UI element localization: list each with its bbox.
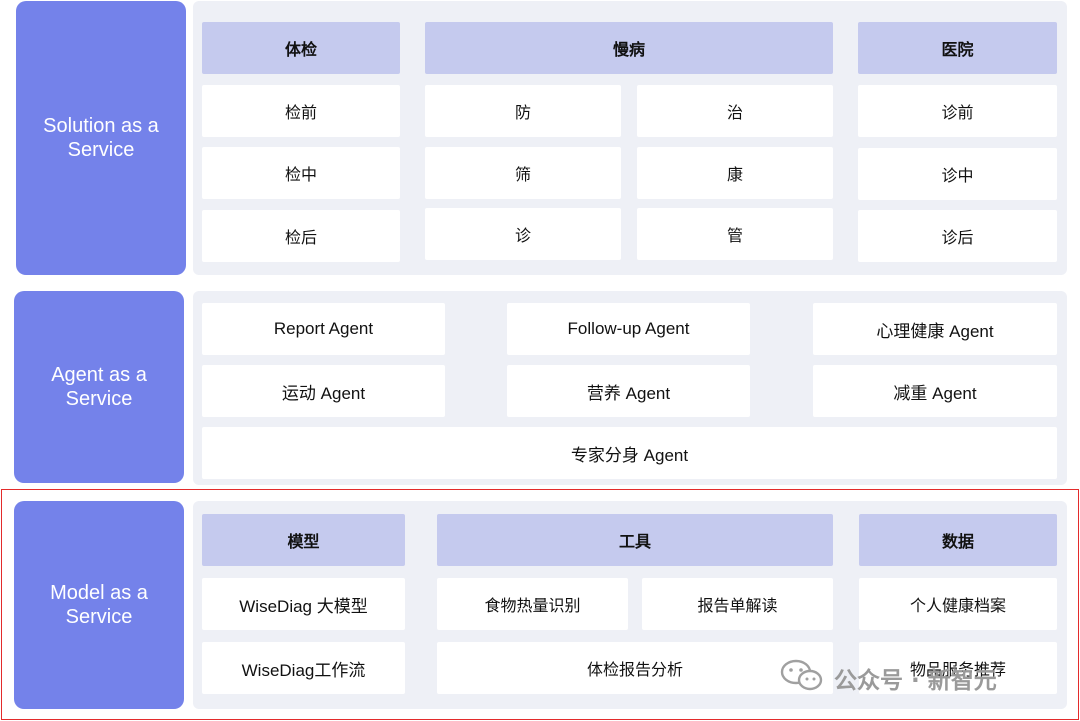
model-as-a-service-label: Model as a Service bbox=[14, 501, 184, 709]
chronic-cell-treat: 治 bbox=[637, 85, 833, 137]
watermark-text: 公众号 · 新智元 bbox=[834, 668, 997, 694]
header-hospital: 医院 bbox=[858, 22, 1057, 74]
header-checkup: 体检 bbox=[202, 22, 400, 74]
checkup-report-analysis: 体检报告分析 bbox=[437, 642, 833, 694]
checkup-cell-during: 检中 bbox=[202, 147, 400, 199]
hospital-cell-during: 诊中 bbox=[858, 148, 1057, 200]
food-calorie-recognition: 食物热量识别 bbox=[437, 578, 628, 630]
model-highlight-frame bbox=[1, 489, 1079, 720]
wisediag-large-model: WiseDiag 大模型 bbox=[202, 578, 405, 630]
chronic-cell-prevent: 防 bbox=[425, 85, 621, 137]
chronic-cell-screen: 筛 bbox=[425, 147, 621, 199]
goods-service-recommendation: 物品服务推荐 bbox=[859, 642, 1057, 694]
solution-as-a-service-label: Solution as a Service bbox=[16, 1, 186, 275]
report-agent: Report Agent bbox=[202, 303, 445, 355]
chronic-cell-diagnose: 诊 bbox=[425, 208, 621, 260]
wisediag-workflow: WiseDiag工作流 bbox=[202, 642, 405, 694]
checkup-cell-after: 检后 bbox=[202, 210, 400, 262]
exercise-agent: 运动 Agent bbox=[202, 365, 445, 417]
hospital-cell-post: 诊后 bbox=[858, 210, 1057, 262]
mental-health-agent: 心理健康 Agent bbox=[813, 303, 1057, 355]
model-title: Model as a Service bbox=[50, 582, 148, 628]
report-interpretation: 报告单解读 bbox=[642, 578, 833, 630]
checkup-cell-before: 检前 bbox=[202, 85, 400, 137]
agent-as-a-service-label: Agent as a Service bbox=[14, 291, 184, 483]
follow-up-agent: Follow-up Agent bbox=[507, 303, 750, 355]
chronic-cell-manage: 管 bbox=[637, 208, 833, 260]
wechat-icon bbox=[780, 658, 824, 698]
chronic-cell-recover: 康 bbox=[637, 147, 833, 199]
header-data: 数据 bbox=[859, 514, 1057, 566]
weight-loss-agent: 减重 Agent bbox=[813, 365, 1057, 417]
header-models: 模型 bbox=[202, 514, 405, 566]
nutrition-agent: 营养 Agent bbox=[507, 365, 750, 417]
solution-title: Solution as a Service bbox=[43, 115, 159, 161]
expert-avatar-agent: 专家分身 Agent bbox=[202, 427, 1057, 479]
header-tools: 工具 bbox=[437, 514, 833, 566]
personal-health-record: 个人健康档案 bbox=[859, 578, 1057, 630]
hospital-cell-pre: 诊前 bbox=[858, 85, 1057, 137]
watermark: 公众号 · 新智元 bbox=[780, 656, 1070, 700]
agent-title: Agent as a Service bbox=[51, 364, 147, 410]
header-chronic: 慢病 bbox=[425, 22, 833, 74]
